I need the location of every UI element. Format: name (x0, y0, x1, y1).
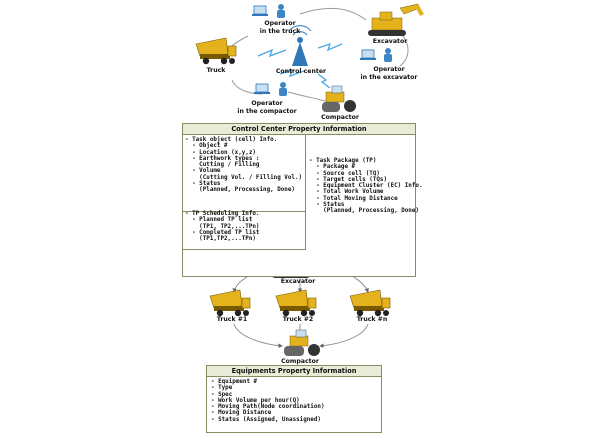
compactor-icon (322, 85, 356, 112)
equipment-property-item: - Status (Assigned, Unassigned) (211, 416, 321, 423)
task-package-line: - Target cells (TQs) (309, 176, 388, 183)
control-center-property-box: Control Center Property Information - Ta… (182, 123, 423, 277)
control-center-icon (288, 25, 312, 66)
equipment-property-item: - Type (211, 385, 233, 392)
equipment-property-item: - Spec (211, 391, 233, 398)
task-object-panel: - Task object (cell) Info. - Object # - … (183, 135, 306, 212)
equipment-property-item: - Moving Path(Node coordination) (211, 404, 325, 411)
tp-scheduling-line: - TP Scheduling Info. (185, 211, 260, 217)
truck-icon (195, 37, 237, 65)
wireless-links (257, 42, 343, 89)
equipment-property-title: Equipments Property Information (207, 366, 381, 377)
excavator-icon (368, 3, 424, 36)
task-package-line: - Package # (309, 164, 356, 171)
cluster-truck1-label: Truck #1 (216, 316, 248, 323)
cluster-truck2-label: Truck #2 (282, 316, 314, 323)
task-package-line: (Planned, Processing, Done) (309, 208, 419, 215)
equipment-property-item: - Equipment # (211, 379, 258, 385)
cluster-truck2-icon (275, 289, 317, 317)
tp-scheduling-line: - Planned TP list (185, 217, 253, 224)
control-center-property-title: Control Center Property Information (183, 124, 415, 135)
task-object-line: - Object # (185, 143, 228, 150)
equipment-property-item: - Work Volume per hour(Q) (211, 397, 300, 404)
task-object-line: Cutting / Filling (185, 162, 260, 169)
control-center-label: Control center (275, 68, 327, 75)
task-object-line: - Status (185, 181, 221, 188)
cluster-excavator-label: Excavator (280, 278, 316, 285)
cluster-truck1-icon (209, 289, 251, 317)
task-object-line: - Earthwork types : (185, 155, 260, 162)
task-object-line: - Volume (185, 168, 221, 175)
task-object-line: (Planned, Processing, Done) (185, 187, 295, 194)
task-package-line: - Total Work Volume (309, 189, 384, 196)
tp-scheduling-line: (TP1,TP2,...TPn) (185, 236, 256, 243)
task-package-line: - Status (309, 202, 345, 209)
task-package-line: - Source cell (TQ) (309, 170, 380, 177)
task-package-panel: - Task Package (TP) - Package # - Source… (307, 158, 423, 238)
task-package-line: - Task Package (TP) (309, 158, 377, 164)
task-package-line: - Equipment Cluster (EC) Info. (309, 183, 423, 190)
task-object-line: - Task object (cell) Info. (185, 137, 278, 143)
excavator-label: Excavator (372, 38, 408, 45)
operator-truck-icon (252, 4, 285, 18)
cluster-compactor-label: Compactor (281, 358, 319, 365)
cluster-compactor-icon (284, 329, 320, 356)
operator-compactor-icon (254, 82, 287, 96)
truck-label: Truck (206, 67, 226, 74)
operator-excavator-icon (360, 48, 392, 62)
equipment-property-item: - Moving Distance (211, 410, 272, 417)
equipment-property-list: - Equipment #- Type- Spec- Work Volume p… (207, 377, 381, 425)
equipment-property-box: Equipments Property Information - Equipm… (206, 365, 382, 433)
task-package-line: - Total Moving Distance (309, 195, 398, 202)
tp-scheduling-line: - Completed TP list (185, 229, 260, 236)
tp-scheduling-panel: - TP Scheduling Info. - Planned TP list … (183, 210, 306, 250)
compactor-label: Compactor (321, 114, 359, 121)
task-object-line: - Location (x,y,z) (185, 149, 256, 156)
task-object-line: (Cutting Vol. / Filling Vol.) (185, 174, 303, 181)
tp-scheduling-line: (TP1, TP2,...TPn) (185, 223, 260, 230)
cluster-truckn-icon (349, 289, 391, 317)
cluster-truckn-label: Truck #n (356, 316, 388, 323)
